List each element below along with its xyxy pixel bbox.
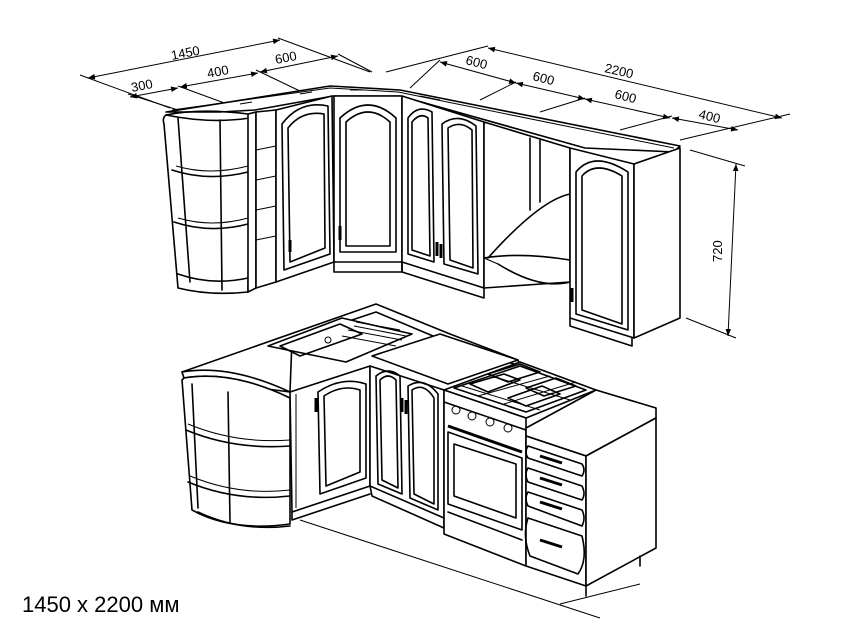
- upper-cabinet-corner: [333, 95, 403, 263]
- dim-line-height: [725, 163, 739, 337]
- stove-knob-4: [503, 423, 513, 433]
- drawer-unit-side: [585, 417, 657, 587]
- drawer-1: [525, 445, 585, 477]
- oven-door: [447, 431, 523, 531]
- dim-line-right-600a: [439, 61, 517, 84]
- drawer-4: [524, 517, 586, 575]
- dim-label-right-600c: 600: [613, 86, 638, 106]
- upper-open-shelf: [162, 114, 251, 295]
- dim-line-right-400: [671, 116, 739, 132]
- dim-label-height: 720: [710, 240, 725, 262]
- dim-label-left-600: 600: [274, 48, 298, 67]
- dim-label-right-600b: 600: [531, 68, 556, 88]
- dim-label-left-total: 1450: [170, 43, 201, 63]
- sink: [267, 317, 413, 363]
- dimension-labels: 1450 300 400 600 2200 600 600 600 400 72…: [130, 43, 725, 262]
- stove-knob-2: [467, 411, 477, 421]
- dimension-lines: [79, 37, 791, 619]
- drawer-handle-4: [539, 538, 563, 549]
- upper-cabinets: [162, 85, 681, 347]
- dim-label-right-total: 2200: [603, 60, 635, 81]
- dim-line-left-total: [87, 38, 281, 80]
- stove-knob-1: [451, 405, 461, 415]
- drawer-handle-1: [539, 454, 563, 465]
- dim-line-left-300: [129, 86, 179, 99]
- drawer-3: [525, 491, 585, 527]
- dim-line-right-600b: [515, 81, 586, 101]
- dim-label-left-400: 400: [206, 62, 230, 81]
- dim-line-right-600c: [584, 97, 671, 120]
- kitchen-size-caption: 1450 x 2200 мм: [22, 592, 180, 617]
- upper-cornice: [165, 85, 681, 153]
- upper-cabinet-right: [569, 147, 635, 339]
- dim-label-left-300: 300: [130, 76, 154, 95]
- oven-window: [453, 443, 517, 519]
- drawer-unit-front: [525, 435, 587, 587]
- drawer-handle-2: [539, 476, 563, 487]
- floor-line: [299, 519, 601, 619]
- lower-cabinets: [181, 303, 657, 597]
- drawer-2: [525, 467, 585, 501]
- upper-side-panel: [633, 147, 681, 339]
- drawer-handle-3: [539, 500, 563, 511]
- dim-line-left-600: [259, 54, 339, 74]
- oven-handle: [447, 424, 523, 454]
- countertop-middle: [371, 333, 519, 385]
- dim-line-right-total: [487, 46, 783, 120]
- dim-line-left-400: [179, 71, 259, 89]
- dim-label-right-400: 400: [697, 106, 722, 126]
- stove-knob-3: [485, 417, 495, 427]
- dim-label-right-600a: 600: [464, 52, 489, 72]
